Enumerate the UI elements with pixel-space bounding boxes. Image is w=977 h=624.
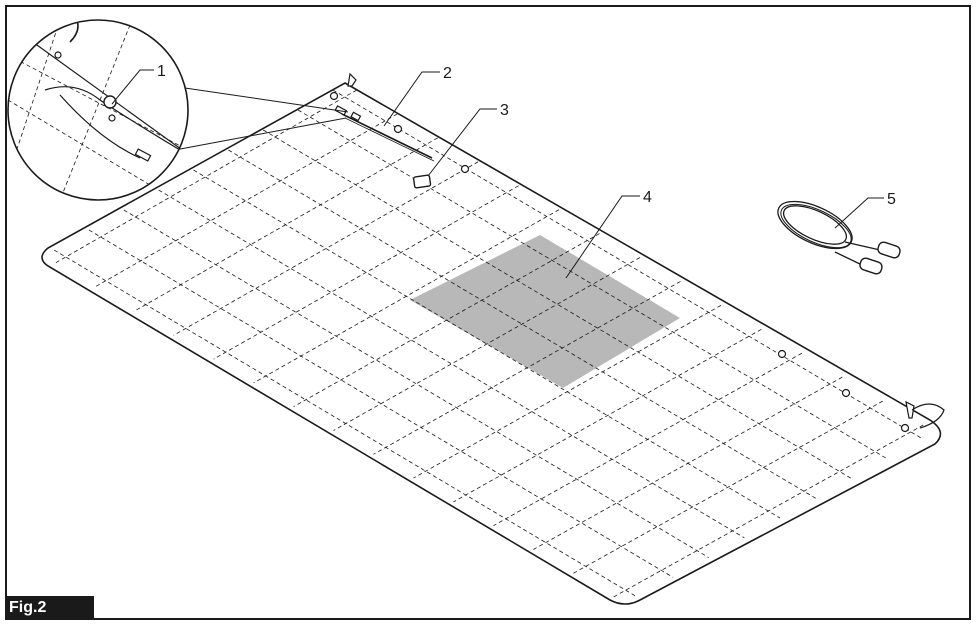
corner-loop-right: [911, 403, 945, 429]
corner-hook-top: [347, 72, 357, 87]
eyelet-hole: [900, 423, 910, 433]
cable-connector: [877, 241, 901, 259]
eyelet-hole: [460, 164, 470, 174]
cable-connector: [859, 257, 883, 275]
figure-label: Fig.2: [5, 596, 94, 620]
eyelet-hole: [393, 124, 403, 134]
callout-3: 3: [500, 102, 509, 119]
callout-5: 5: [887, 191, 896, 208]
grid-line: [88, 229, 674, 578]
zoom-detail: [7, 19, 189, 201]
callout-leaders: [111, 69, 884, 279]
grid-line: [173, 161, 479, 336]
corner-hook-right: [905, 400, 915, 419]
grid-line: [332, 89, 923, 440]
eyelet-hole: [841, 388, 851, 398]
grid-line: [53, 89, 357, 265]
grid-line: [123, 209, 709, 558]
connector-plug: [103, 95, 117, 109]
eyelet-hole: [329, 91, 339, 101]
shaded-area: [410, 235, 680, 388]
callout-4: 4: [643, 189, 652, 206]
square-tab: [412, 174, 432, 189]
zoom-leader-lines: [174, 87, 349, 151]
eyelet-holes: [329, 91, 910, 433]
grid-line: [93, 113, 398, 289]
callout-2: 2: [443, 65, 452, 82]
grid-line: [53, 249, 638, 598]
grid-line: [228, 149, 816, 499]
grid-line: [573, 400, 883, 574]
grid-line: [213, 185, 519, 360]
cable-clip: [134, 148, 152, 162]
cable-strip: [334, 105, 435, 162]
grid-line: [262, 129, 852, 479]
grid-line: [453, 328, 762, 503]
callout-1: 1: [157, 63, 166, 80]
eyelet-hole: [777, 349, 787, 359]
coiled-cable: [777, 200, 901, 275]
grid-line: [193, 169, 781, 519]
grid-line: [158, 189, 745, 539]
dashed-grid: [53, 89, 924, 598]
grid-line: [297, 109, 888, 460]
grid-line: [333, 257, 641, 431]
